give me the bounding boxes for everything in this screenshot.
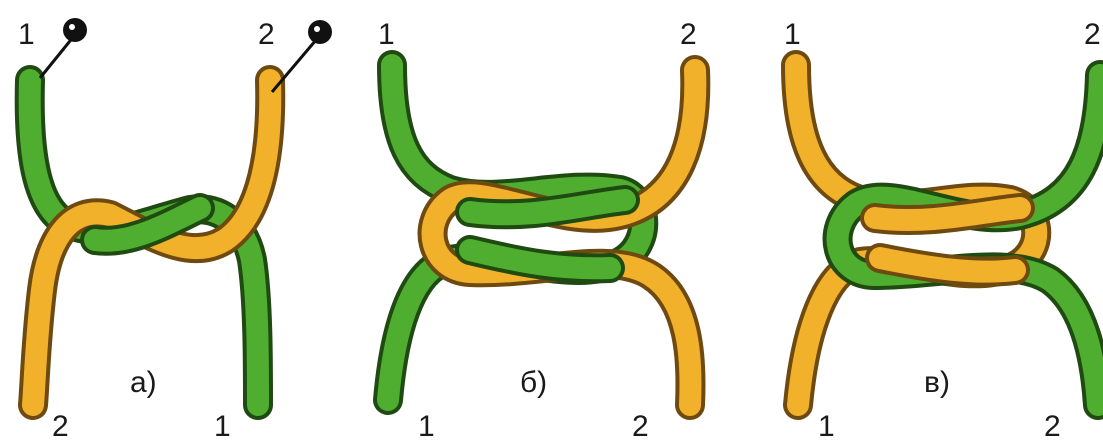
panel-b-bottom-left-label: 1 (418, 410, 435, 441)
panel-c-bottom-left-label: 1 (818, 410, 835, 441)
panel-c-yellow-crossing (875, 208, 1020, 220)
pin-icon (272, 40, 316, 92)
panel-a: 1 2 2 1 а) (18, 18, 332, 441)
panel-c-bottom-right-label: 2 (1044, 410, 1061, 441)
panel-b-top-left-label: 1 (378, 18, 395, 51)
panel-c-green-rope-edge (838, 75, 1100, 405)
pin-icon (308, 20, 332, 44)
panel-a-caption: а) (130, 366, 157, 399)
panel-b-top-right-label: 2 (680, 18, 697, 51)
panel-b-caption: б) (520, 366, 547, 399)
panel-c-top-right-label: 2 (1084, 18, 1101, 51)
pin-icon (40, 36, 74, 78)
panel-a-top-right-label: 2 (258, 18, 275, 51)
panel-c: 1 2 1 2 в) (784, 18, 1101, 441)
pin-icon (63, 18, 87, 42)
panel-c-green-rope (838, 75, 1100, 405)
panel-a-bottom-right-label: 1 (214, 410, 231, 441)
panel-a-bottom-left-label: 2 (52, 410, 69, 441)
panel-a-top-left-label: 1 (18, 18, 35, 51)
panel-b-bottom-right-label: 2 (632, 410, 649, 441)
pin-highlight (69, 24, 75, 30)
pin-highlight (314, 26, 320, 32)
panel-b: 1 2 1 2 б) (378, 18, 697, 441)
panel-c-caption: в) (924, 366, 950, 399)
panel-c-top-left-label: 1 (784, 18, 801, 51)
